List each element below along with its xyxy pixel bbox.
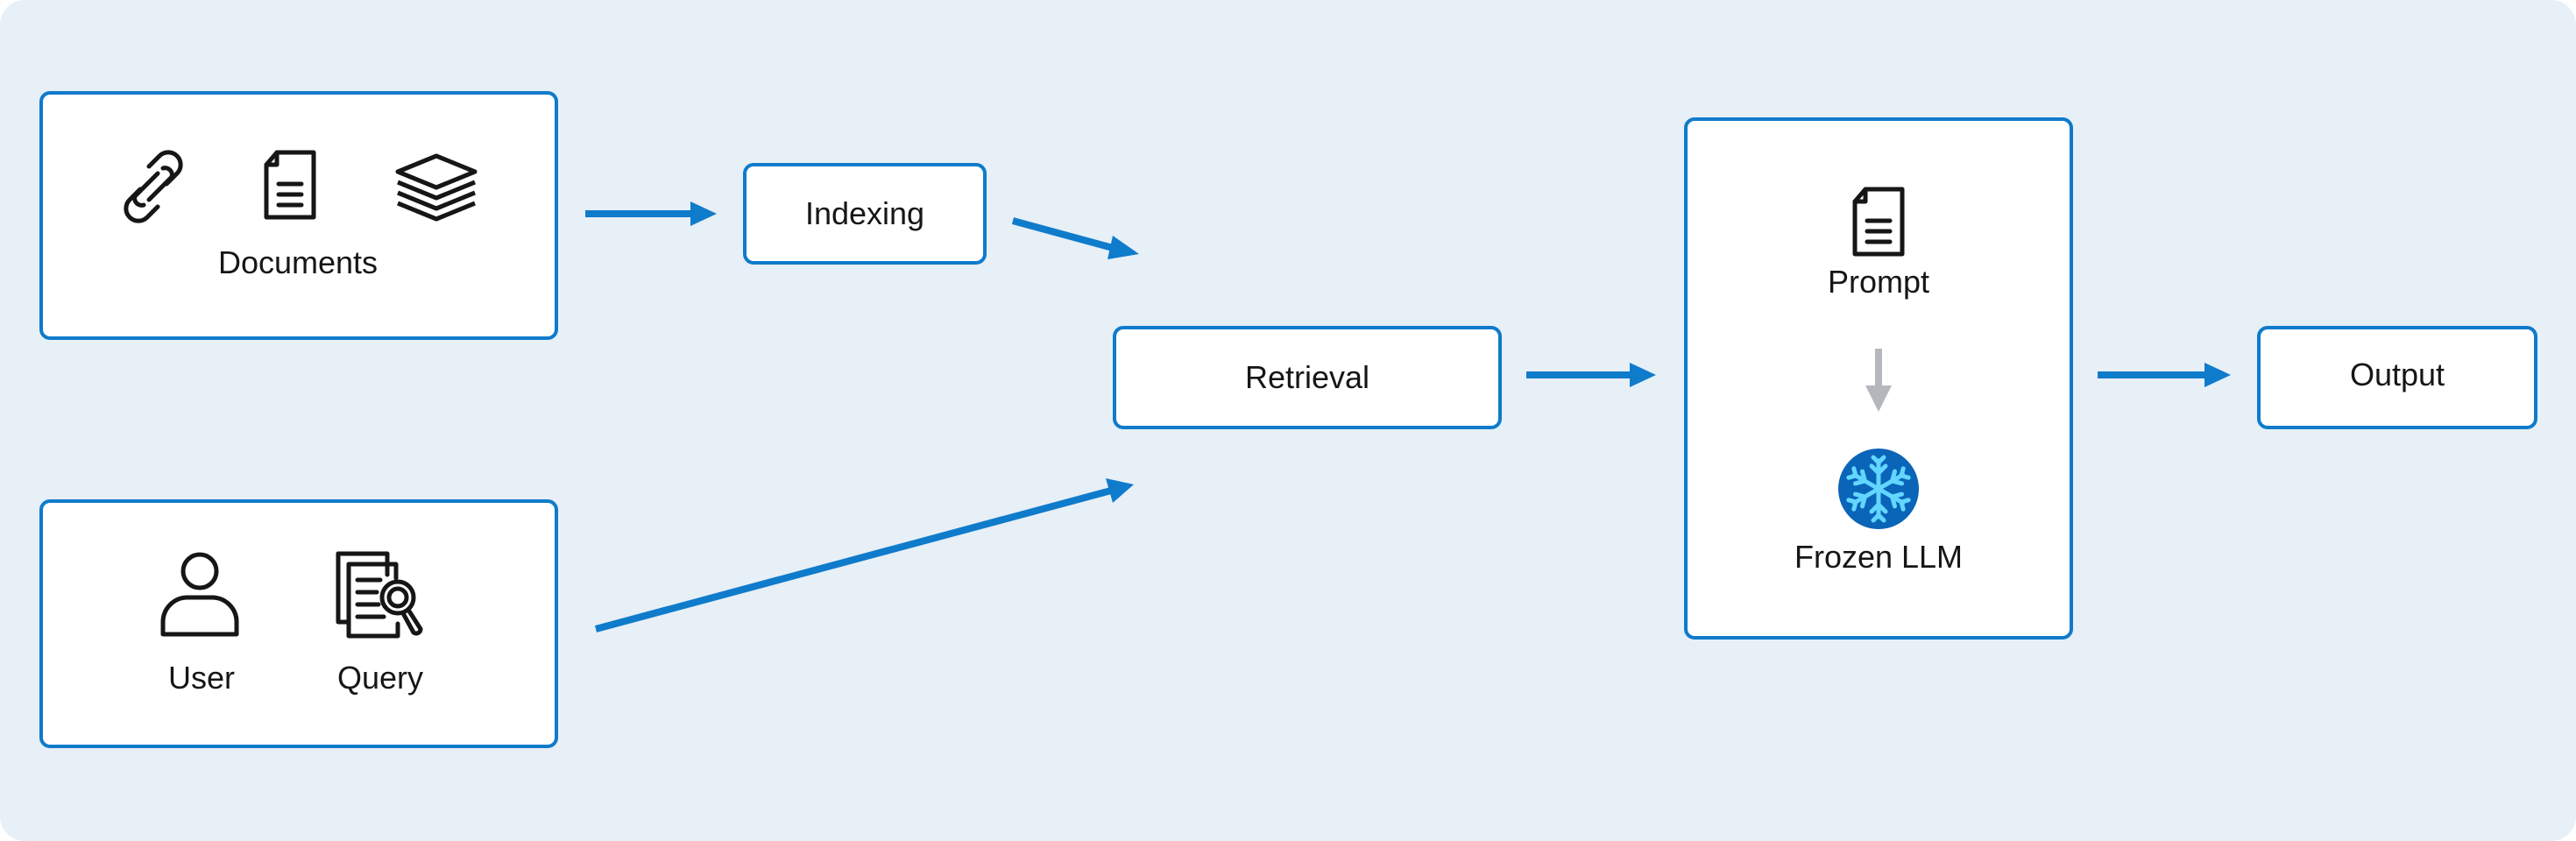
- document-icon: [264, 150, 316, 220]
- prompt-label: Prompt: [1827, 264, 1930, 300]
- arrow-query-to-retrieval: [594, 478, 1134, 633]
- output-box: [2257, 326, 2537, 429]
- documents-label: Documents: [217, 244, 379, 280]
- frozen-llm-label: Frozen LLM: [1794, 539, 1964, 575]
- user-icon: [160, 552, 239, 637]
- layers-icon: [395, 153, 478, 222]
- output-label: Output: [2349, 357, 2445, 392]
- retrieval-label: Retrieval: [1244, 359, 1370, 395]
- link-icon: [124, 150, 183, 223]
- arrow-indexing-to-retrieval: [1011, 217, 1139, 259]
- prompt-document-icon: [1852, 187, 1905, 257]
- query-search-icon: [336, 551, 423, 639]
- snowflake-icon: [1838, 449, 1919, 529]
- query-label: Query: [336, 660, 424, 696]
- user-label: User: [167, 660, 236, 696]
- arrow-llm-to-output: [2098, 363, 2231, 387]
- user-query-box: [39, 499, 558, 748]
- indexing-box: [743, 163, 987, 265]
- retrieval-box: [1113, 326, 1502, 429]
- arrow-retrieval-to-llm: [1526, 363, 1656, 387]
- arrow-documents-to-indexing: [585, 201, 717, 226]
- indexing-label: Indexing: [804, 195, 925, 231]
